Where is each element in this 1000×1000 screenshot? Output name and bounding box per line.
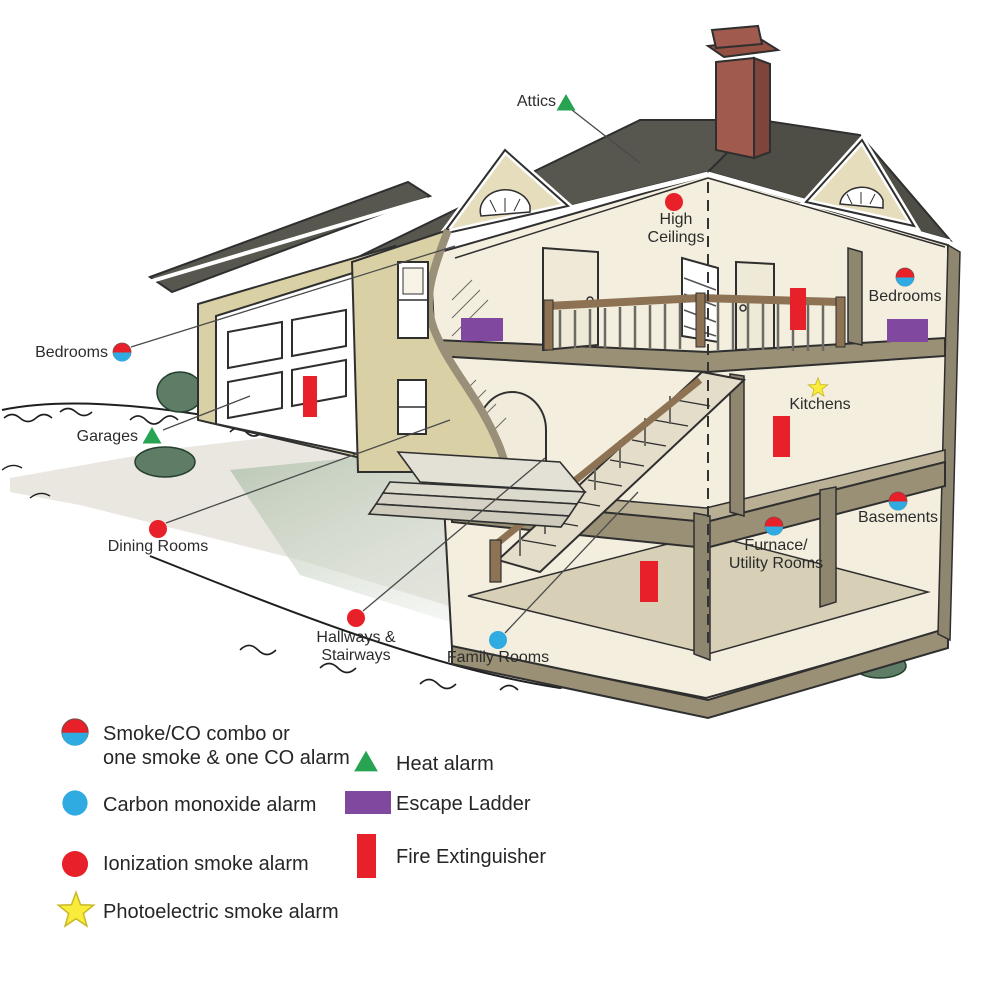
legend-combo-line1: Smoke/CO combo or xyxy=(103,723,290,745)
legend-photoelectric-icon xyxy=(57,891,95,927)
legend-label-heat-alarm: Heat alarm xyxy=(396,753,494,775)
interior-cutaway xyxy=(428,173,961,720)
facade-windows xyxy=(397,261,429,435)
garage-roof xyxy=(147,180,433,294)
co-marker-family-rooms xyxy=(489,631,507,649)
label-garages: Garages xyxy=(76,428,138,445)
legend-heat-alarm-icon xyxy=(354,750,378,772)
fire-extinguisher-garage xyxy=(303,376,317,417)
front-facade xyxy=(350,228,512,474)
ionization-marker-hallways xyxy=(347,609,365,627)
legend-ionization-icon xyxy=(61,850,89,878)
ionization-marker-high-ceilings xyxy=(665,193,683,211)
garage-door xyxy=(215,270,360,456)
legend-label-carbon-monoxide: Carbon monoxide alarm xyxy=(103,794,317,816)
legend-label-photoelectric: Photoelectric smoke alarm xyxy=(103,901,339,923)
legend-fire-extinguisher-icon xyxy=(357,834,376,878)
label-hallways-line1: Hallways & xyxy=(316,629,396,646)
chimney xyxy=(705,24,781,160)
combo-marker-bedrooms-left xyxy=(112,342,132,362)
label-family-rooms: Family Rooms xyxy=(446,649,550,666)
legend-smoke-co-combo-icon xyxy=(61,718,89,747)
label-bedrooms-right: Bedrooms xyxy=(868,288,942,305)
legend-label-escape-ladder: Escape Ladder xyxy=(396,793,531,815)
label-basements: Basements xyxy=(857,509,939,526)
label-high-ceilings: High Ceilings xyxy=(616,211,736,247)
escape-ladder-bedroom xyxy=(887,319,928,342)
label-kitchens: Kitchens xyxy=(789,396,851,413)
legend-carbon-monoxide-icon xyxy=(62,790,88,816)
label-high-ceilings-line2: Ceilings xyxy=(647,229,705,246)
legend-label-smoke-co-combo: Smoke/CO combo or one smoke & one CO ala… xyxy=(103,722,350,770)
label-furnace-utility: Furnace/ Utility Rooms xyxy=(696,537,856,573)
ionization-marker-dining-rooms xyxy=(149,520,167,538)
right-gable xyxy=(799,134,922,232)
leader-lines xyxy=(130,109,641,634)
legend-label-ionization: Ionization smoke alarm xyxy=(103,853,309,875)
label-hallways-stairways: Hallways & Stairways xyxy=(276,629,436,665)
combo-marker-bedrooms-right xyxy=(895,267,915,287)
legend-label-fire-extinguisher: Fire Extinguisher xyxy=(396,846,547,868)
legend-escape-ladder-icon xyxy=(345,791,391,814)
garage xyxy=(147,180,433,468)
fire-extinguisher-upstairs-hall xyxy=(790,288,806,330)
label-high-ceilings-line1: High xyxy=(659,211,693,228)
front-steps xyxy=(367,451,587,528)
fire-extinguisher-kitchen xyxy=(773,416,790,457)
combo-marker-furnace xyxy=(764,516,784,536)
label-furnace-line2: Utility Rooms xyxy=(728,555,824,572)
label-hallways-line2: Stairways xyxy=(321,647,391,664)
label-attics: Attics xyxy=(516,93,556,110)
label-bedrooms-left: Bedrooms xyxy=(35,344,108,361)
label-furnace-line1: Furnace/ xyxy=(744,537,808,554)
escape-ladder-hallway xyxy=(461,318,503,341)
combo-marker-basements xyxy=(888,491,908,511)
fire-extinguisher-basement xyxy=(640,561,658,602)
legend-combo-line2: one smoke & one CO alarm xyxy=(103,747,350,769)
left-gable xyxy=(434,144,576,240)
label-dining-rooms: Dining Rooms xyxy=(107,538,209,555)
heat-alarm-marker-garages xyxy=(142,427,162,444)
heat-alarm-marker-attics xyxy=(556,94,576,111)
